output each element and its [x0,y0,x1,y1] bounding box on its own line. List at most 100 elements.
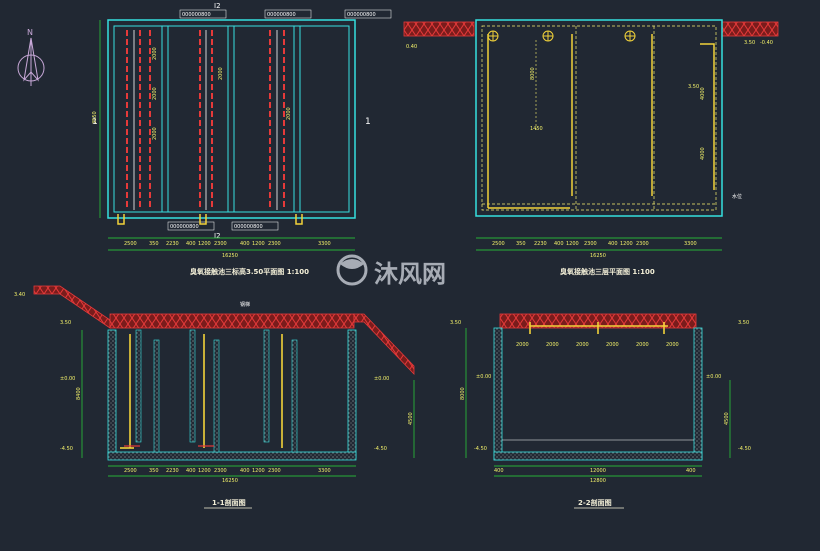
plan-dim-5: 1200 [198,241,211,247]
riser-dim-5: 2000 [286,107,292,120]
plan-tag-top-2: 000000800 [267,12,296,18]
s2-top-dim-3: 2000 [576,342,589,348]
right-walkway-railing [721,21,779,37]
section1-top-label: 钢梯 [240,301,250,308]
upper-left-elev: 0.40 [406,44,417,50]
plan-tag-bottom-1: 000000800 [170,224,199,230]
upper-plan-dashed-outline [481,25,717,211]
s2-elev-5: ±0.00 [706,374,721,380]
s2-elev-6: -4.50 [738,446,751,452]
riser-dim-4: 2000 [218,67,224,80]
plan-dim-10: 3300 [318,241,331,247]
section1-bottom-dimension-chain: 2500 350 2230 400 1200 2300 400 1200 230… [108,465,356,484]
upper-dim-10: 3300 [684,241,697,247]
upper-inner-dim-1: 8000 [530,67,536,80]
s2-top-dim-1: 2000 [516,342,529,348]
plan-tag-top-3: 000000800 [347,12,376,18]
plan-tag-top-1: 000000800 [182,12,211,18]
s1-vdim-1: 8400 [76,387,82,400]
plan-left-dim: 3550 [92,111,98,124]
upper-inner-dim-2: 1450 [530,126,543,132]
plan-title: 臭氧接触池三标高3.50平面图 1:100 [190,267,309,276]
upper-dim-2: 350 [516,241,526,247]
upper-dim-6: 2300 [584,241,597,247]
s2-dim-2: 12000 [590,468,606,474]
section2-elevations: 3.50 3.50 ±0.00 -4.50 ±0.00 -4.50 [450,320,751,452]
mufeng-logo-icon [336,254,368,286]
s1-vdim-2: 4500 [408,412,414,425]
s1-dim-3: 2230 [166,468,179,474]
valve-icons [487,30,636,42]
upper-plan-bottom-dimension-chain: 2500 350 2230 400 1200 2300 400 1200 230… [476,237,722,259]
plan-dim-1: 2500 [124,241,137,247]
plan-dim-9: 2300 [268,241,281,247]
plan-dim-8: 1200 [252,241,265,247]
s1-elev-2: 3.50 [60,320,71,326]
upper-inner-dim-5: 4000 [700,147,706,160]
riser-dim-3: 2000 [152,127,158,140]
plan-top-tags: 000000800 000000800 000000800 [179,9,392,19]
plan-total-dim: 16250 [222,253,238,259]
side-mark-left: 1 [92,117,98,127]
s1-elev-5: ±0.00 [374,376,389,382]
s2-elev-3: ±0.00 [476,374,491,380]
plan-riser-dims: 2000 2000 2000 2000 2000 [152,47,292,140]
upper-side-tag: 水位 [732,193,742,200]
s1-elev-1: 3.40 [14,292,25,298]
plan-dim-2: 350 [149,241,159,247]
section1-elevations: 3.40 3.50 ±0.00 -4.50 ±0.00 -4.50 [14,292,389,452]
section2-header-pipe [529,322,668,334]
plan-dim-6: 2300 [214,241,227,247]
section1-yellow-pipes [120,334,283,449]
s2-vdim-2: 4500 [724,412,730,425]
plan-dim-7: 400 [240,241,250,247]
section1-title: 1-1剖面图 [212,498,246,507]
upper-dim-3: 2230 [534,241,547,247]
s1-dim-10: 3300 [318,468,331,474]
s2-dim-1: 400 [494,468,504,474]
upper-dim-9: 2300 [636,241,649,247]
s2-dim-3: 400 [686,468,696,474]
s1-dim-1: 2500 [124,468,137,474]
riser-dim-2: 2000 [152,87,158,100]
s1-elev-6: -4.50 [374,446,387,452]
s1-total-dim: 16250 [222,478,238,484]
watermark-text: 沐风网 [374,260,446,288]
left-stair-railing [33,285,111,329]
s1-dim-9: 2300 [268,468,281,474]
s1-elev-3: ±0.00 [60,376,75,382]
riser-dim-1: 2000 [152,47,158,60]
plan-bottom-dimension-chain: 2500 350 2230 400 1200 2300 400 1200 230… [108,237,355,259]
upper-dim-5: 1200 [566,241,579,247]
section2-bottom-dimension-chain: 400 12000 400 12800 [494,465,702,484]
plan-outer-wall [107,19,356,219]
upper-dim-8: 1200 [620,241,633,247]
s1-dim-2: 350 [149,468,159,474]
s2-elev-4: -4.50 [474,446,487,452]
s1-dim-6: 2300 [214,468,227,474]
watermark: 沐风网 [336,254,446,288]
upper-plan-yellow-pipes [487,34,715,209]
s2-top-dim-5: 2000 [636,342,649,348]
plan-dim-4: 400 [186,241,196,247]
s2-total-dim: 12800 [590,478,606,484]
s2-top-dim-2: 2000 [546,342,559,348]
s2-top-dim-4: 2000 [606,342,619,348]
s1-dim-5: 1200 [198,468,211,474]
s1-dim-7: 400 [240,468,250,474]
plan-red-pipes [126,30,285,210]
s1-elev-4: -4.50 [60,446,73,452]
section-mark-top: I2 [214,2,221,10]
section-mark-bottom: I2 [214,232,221,240]
upper-inner-dim-4: 4000 [700,87,706,100]
section-2-view: 2000 2000 2000 2000 2000 2000 3.50 3.50 … [450,313,751,509]
s1-dim-8: 1200 [252,468,265,474]
upper-plan-inner-dims: 8000 1450 3.50 4000 4000 [530,40,706,160]
s1-dim-4: 400 [186,468,196,474]
plan-tag-bottom-2: 000000800 [234,224,263,230]
section2-top-dims: 2000 2000 2000 2000 2000 2000 [516,342,679,348]
plan-bottom-tags: 000000800 000000800 [167,221,279,231]
upper-right-elev: -0.40 [760,40,773,46]
